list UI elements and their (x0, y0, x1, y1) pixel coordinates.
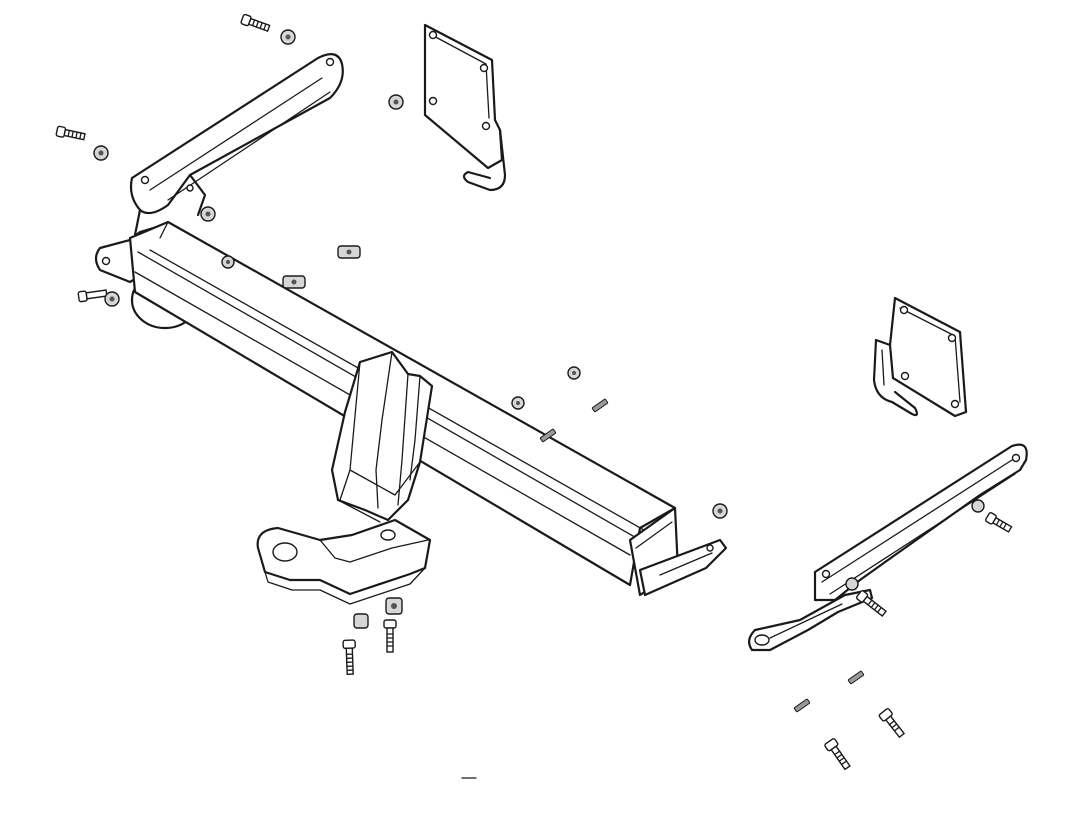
nut (567, 366, 581, 380)
bolt (855, 590, 887, 617)
nut (388, 94, 404, 110)
left-mount-plate (423, 23, 507, 192)
left-bracket-arm (129, 53, 344, 237)
bolt (55, 125, 86, 141)
nut (104, 291, 120, 307)
ball-mount-receiver (256, 350, 434, 605)
bolt (824, 738, 851, 771)
nut (200, 206, 216, 222)
nut (337, 245, 361, 259)
bolts (55, 13, 1013, 771)
nut (511, 396, 525, 410)
stud (793, 698, 811, 713)
bolt (985, 512, 1013, 533)
bolt (383, 619, 397, 653)
right-mount-plate (872, 296, 968, 418)
right-bracket-arm (748, 443, 1028, 652)
nut (353, 613, 369, 629)
stud (847, 670, 865, 685)
stud (539, 428, 557, 443)
bolt (240, 13, 271, 32)
bolt (342, 639, 356, 676)
nut (712, 503, 728, 519)
nut (282, 275, 306, 289)
nut (280, 29, 296, 45)
nut (385, 597, 403, 615)
bolt (77, 289, 108, 303)
nuts (93, 29, 728, 629)
nut (93, 145, 109, 161)
stud (591, 398, 609, 413)
nut (221, 255, 235, 269)
studs (461, 398, 865, 779)
bolt (878, 708, 906, 739)
